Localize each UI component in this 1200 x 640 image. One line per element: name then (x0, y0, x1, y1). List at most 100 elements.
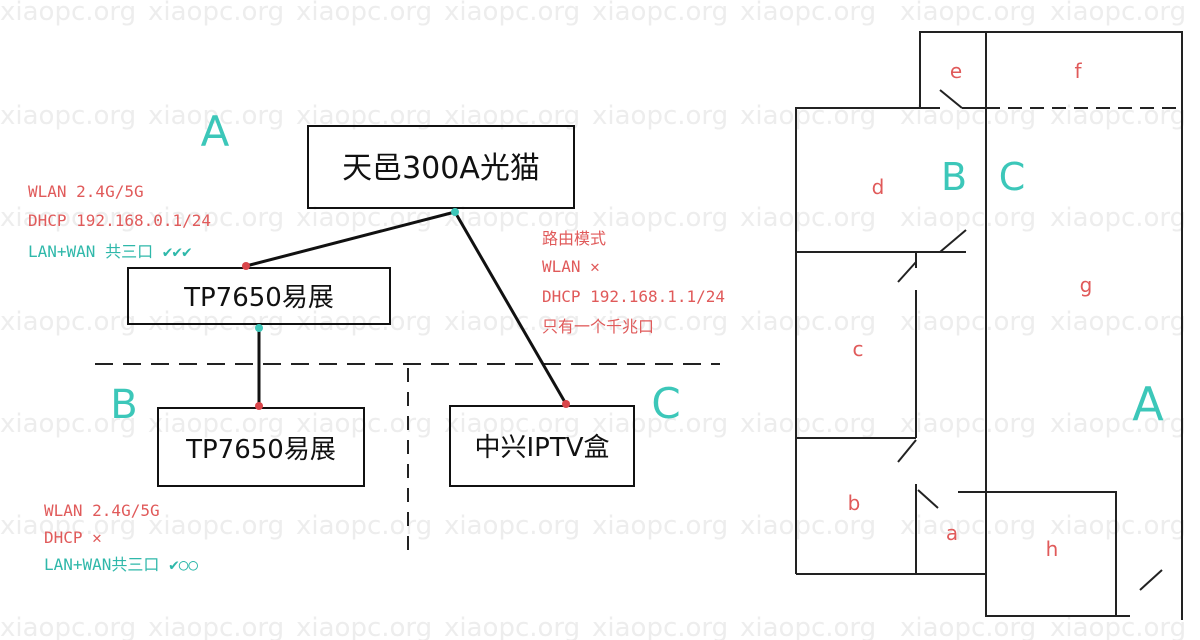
modem-label: 天邑300A光猫 (342, 151, 540, 186)
watermark: xiaopc.org (740, 101, 876, 131)
watermark: xiaopc.org (900, 307, 1036, 337)
network-topology: 天邑300A光猫 TP7650易展 TP7650易展 中兴IPTV盒 A B C… (28, 107, 725, 574)
watermark: xiaopc.org (0, 203, 136, 233)
note-modem-wlan: WLAN ✕ (542, 257, 600, 276)
watermark: xiaopc.org (1050, 307, 1186, 337)
port-dot (255, 324, 263, 332)
room-label-a: a (946, 521, 958, 545)
plan-zone-c: C (999, 155, 1026, 199)
wall (985, 491, 1117, 617)
zone-label-b: B (110, 382, 137, 428)
zone-label-c: C (651, 379, 680, 428)
iptv-box (449, 405, 635, 487)
watermark: xiaopc.org (0, 409, 136, 439)
watermark: xiaopc.org (444, 511, 580, 541)
door (917, 489, 939, 509)
note-modem-dhcp: DHCP 192.168.1.1/24 (542, 287, 725, 306)
watermark: xiaopc.org (296, 511, 432, 541)
port-dot (255, 402, 263, 410)
plan-zone-b: B (941, 155, 967, 199)
watermark: xiaopc.org (740, 613, 876, 640)
floor-plan (795, 31, 1183, 620)
watermark: xiaopc.org (900, 0, 1036, 27)
watermark: xiaopc.org (592, 613, 728, 640)
plan-zone-a: A (1132, 377, 1164, 431)
room-label-b: b (848, 491, 861, 515)
room-label-c: c (853, 337, 864, 361)
watermark: xiaopc.org (1050, 0, 1186, 27)
wall (795, 107, 966, 253)
watermark: xiaopc.org (592, 307, 728, 337)
note-main-dhcp: DHCP 192.168.0.1/24 (28, 211, 211, 230)
watermark: xiaopc.org (1050, 511, 1186, 541)
floor-plan-labels: e f d g c b a h B C A (848, 59, 1165, 561)
watermark: xiaopc.org (0, 101, 136, 131)
door (939, 229, 967, 253)
note-main-lan: LAN+WAN 共三口 ✔✔✔ (28, 242, 192, 261)
watermark: xiaopc.org (148, 307, 284, 337)
watermark: xiaopc.org (148, 613, 284, 640)
sub-router-label: TP7650易展 (185, 435, 336, 465)
wall (919, 31, 1183, 620)
watermark: xiaopc.org (592, 0, 728, 27)
watermark: xiaopc.org (148, 0, 284, 27)
note-sub-wlan: WLAN 2.4G/5G (44, 501, 160, 520)
room-label-g: g (1080, 273, 1093, 297)
watermark: xiaopc.org (0, 613, 136, 640)
watermark: xiaopc.org (592, 409, 728, 439)
modem-box (307, 125, 575, 209)
watermark: xiaopc.org (148, 409, 284, 439)
watermark: xiaopc.org (1050, 203, 1186, 233)
door (1139, 569, 1163, 591)
watermark: xiaopc.org (740, 409, 876, 439)
door (939, 89, 963, 109)
watermark: xiaopc.org (1050, 409, 1186, 439)
watermark: xiaopc.org (444, 613, 580, 640)
note-sub-lan: LAN+WAN共三口 ✔○○ (44, 555, 198, 574)
watermark: xiaopc.org (444, 0, 580, 27)
watermark: xiaopc.org (0, 0, 136, 27)
watermark: xiaopc.org (296, 0, 432, 27)
note-sub-dhcp: DHCP ✕ (44, 528, 102, 547)
watermark: xiaopc.org (592, 101, 728, 131)
room-label-d: d (872, 175, 885, 199)
note-modem-ports: 只有一个千兆口 (542, 317, 654, 336)
zone-label-a: A (201, 107, 230, 156)
watermark: xiaopc.org (900, 511, 1036, 541)
port-dot (242, 262, 250, 270)
watermark: xiaopc.org (148, 101, 284, 131)
watermark: xiaopc.org (444, 409, 580, 439)
watermark: xiaopc.org (1050, 101, 1186, 131)
door (897, 261, 917, 283)
watermark: xiaopc.org (740, 0, 876, 27)
watermark: xiaopc.org (148, 203, 284, 233)
note-main-wlan: WLAN 2.4G/5G (28, 182, 144, 201)
cable-modem-to-main-router (245, 210, 456, 268)
watermark: xiaopc.org (592, 203, 728, 233)
watermark: xiaopc.org (900, 613, 1036, 640)
watermark: xiaopc.org (900, 101, 1036, 131)
watermark: xiaopc.org (0, 511, 136, 541)
main-router-label: TP7650易展 (183, 283, 334, 313)
watermark: xiaopc.org (148, 511, 284, 541)
watermark: xiaopc.org (0, 307, 136, 337)
iptv-label: 中兴IPTV盒 (474, 433, 609, 463)
room-label-e: e (950, 59, 962, 83)
watermark: xiaopc.org (900, 409, 1036, 439)
room-label-h: h (1046, 537, 1059, 561)
port-dot (451, 208, 459, 216)
door (897, 439, 917, 463)
watermark: xiaopc.org (296, 307, 432, 337)
watermark: xiaopc.org (740, 511, 876, 541)
watermark: xiaopc.org (740, 307, 876, 337)
watermark: xiaopc.org (740, 203, 876, 233)
port-dot (562, 400, 570, 408)
watermark: xiaopc.org (900, 203, 1036, 233)
watermark: xiaopc.org (296, 613, 432, 640)
watermark: xiaopc.org (592, 511, 728, 541)
note-modem-mode: 路由模式 (542, 229, 606, 248)
watermark: xiaopc.org (1050, 613, 1186, 640)
